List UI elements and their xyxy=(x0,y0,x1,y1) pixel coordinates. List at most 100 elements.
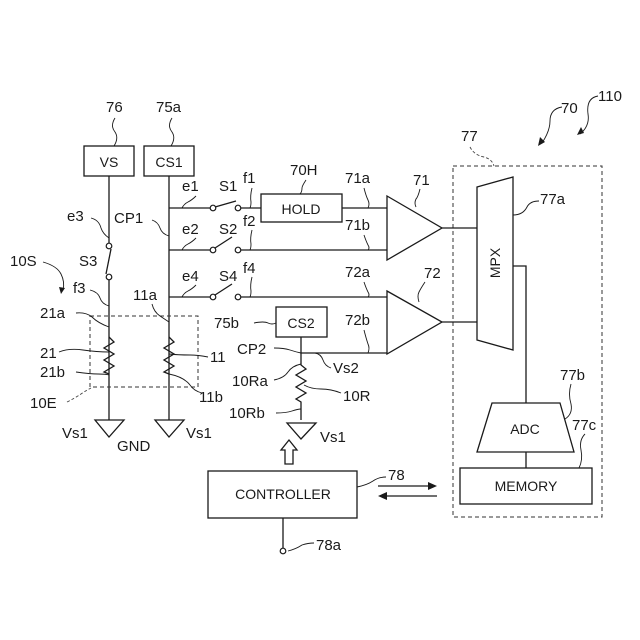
controller-ref: 78 xyxy=(388,467,405,484)
mpx-block: MPX 77a xyxy=(477,177,566,350)
terminal-78a-leader xyxy=(288,543,314,551)
switch-s3-label: S3 xyxy=(79,253,97,270)
e2-label: e2 xyxy=(182,221,199,238)
control-arrow-icon xyxy=(281,440,297,464)
sensor-element-boundary xyxy=(90,316,198,387)
10ra-leader xyxy=(274,364,301,380)
f4-leader xyxy=(250,277,252,297)
mpx-ref: 77a xyxy=(540,191,566,208)
11b-label: 11b xyxy=(199,389,223,406)
cp2-leader xyxy=(274,348,301,353)
switch-s4-contact-right xyxy=(235,294,241,300)
11-label: 11 xyxy=(210,349,226,366)
input-72a-label: 72a xyxy=(345,264,371,281)
input-72b-label: 72b xyxy=(345,312,370,329)
amplifier-72-leader xyxy=(418,282,425,302)
cp1-leader xyxy=(152,220,169,236)
10r-label: 10R xyxy=(343,388,371,405)
ground-1-label: Vs1 xyxy=(62,425,88,442)
mpx-to-adc-wire xyxy=(513,266,526,403)
switch-s2-blade xyxy=(215,237,232,248)
terminal-78a xyxy=(280,548,286,554)
21a-leader xyxy=(76,313,109,327)
memory-label: MEMORY xyxy=(495,478,558,494)
switch-s4-blade xyxy=(215,284,232,295)
vs2-label: Vs2 xyxy=(333,360,359,377)
processing-unit-leader xyxy=(470,147,494,166)
switch-s2-label: S2 xyxy=(219,221,237,238)
controller-block: CONTROLLER 78 78a xyxy=(208,467,405,554)
10rb-leader xyxy=(276,409,301,413)
ground-vs1-1: Vs1 GND xyxy=(62,420,151,455)
21a-label: 21a xyxy=(40,305,66,322)
switch-s1-contact-right xyxy=(235,205,241,211)
ground-2-label: Vs1 xyxy=(186,425,212,442)
input-72a-leader xyxy=(364,282,369,297)
processing-unit-boundary xyxy=(453,166,602,517)
11a-label: 11a xyxy=(133,287,158,304)
circuit-ref-label: 70 xyxy=(561,100,578,117)
cs1-label: CS1 xyxy=(155,154,182,170)
e3-leader xyxy=(91,218,109,238)
adc-label: ADC xyxy=(510,421,540,437)
ground-vs1-2: Vs1 xyxy=(155,420,212,442)
switch-s3-contact-bottom xyxy=(106,274,112,280)
arrow-right-icon xyxy=(428,482,437,490)
f3-leader xyxy=(90,290,109,306)
resistor-21: 21a 21 21b xyxy=(40,305,114,381)
amplifier-71-shape xyxy=(387,196,442,260)
amplifier-72-ref: 72 xyxy=(424,265,441,282)
system-ref-110: 110 xyxy=(577,88,622,135)
hold-ref-leader xyxy=(300,180,306,194)
sensor-ref-label: 10S xyxy=(10,253,37,270)
switch-s4-label: S4 xyxy=(219,268,237,285)
switch-s3-out-label: f3 xyxy=(73,280,86,297)
ground-triangle-icon xyxy=(287,423,316,439)
cs1-ref-leader xyxy=(170,118,174,146)
switch-s3: S3 e3 f3 xyxy=(67,208,112,306)
arrowhead-icon xyxy=(577,127,584,135)
ground-vs1-3: Vs1 xyxy=(287,423,346,446)
arrowhead-icon xyxy=(59,287,65,294)
11b-leader xyxy=(169,374,202,393)
memory-ref-leader xyxy=(579,434,585,468)
cs2-ref-leader xyxy=(254,322,276,324)
system-ref-label: 110 xyxy=(598,88,622,105)
switch-s3-blade xyxy=(106,249,111,274)
e4-label: e4 xyxy=(182,268,199,285)
sensor-ref-leader xyxy=(43,262,64,290)
21b-label: 21b xyxy=(40,364,65,381)
e1-leader xyxy=(182,196,196,208)
10ra-label: 10Ra xyxy=(232,373,269,390)
cs2-block: CS2 75b xyxy=(214,307,327,337)
amplifier-71: 71 xyxy=(387,172,477,260)
ground-gnd-label: GND xyxy=(117,438,151,455)
e4-leader xyxy=(182,285,196,297)
cp2-to-72b-wire xyxy=(301,337,387,353)
adc-ref-leader xyxy=(565,384,571,419)
cs2-ref: 75b xyxy=(214,315,239,332)
10rb-label: 10Rb xyxy=(229,405,265,422)
switch-s1-blade xyxy=(215,201,236,207)
input-71a-leader xyxy=(364,188,369,208)
cs2-label: CS2 xyxy=(287,315,314,331)
mpx-ref-leader xyxy=(513,201,539,215)
row-e4: e4 S4 f4 72a xyxy=(169,260,387,300)
switch-s3-in-label: e3 xyxy=(67,208,84,225)
input-71a-label: 71a xyxy=(345,170,371,187)
mpx-label: MPX xyxy=(487,247,503,278)
amplifier-72: 72 xyxy=(387,265,477,354)
cp1-label: CP1 xyxy=(114,210,143,227)
vs-label: VS xyxy=(100,154,119,170)
vs2-leader xyxy=(315,353,331,368)
11-leader xyxy=(169,354,208,357)
cp2-label: CP2 xyxy=(237,341,266,358)
arrow-left-icon xyxy=(378,492,387,500)
row-e1: HOLD e1 S1 f1 70H 71a xyxy=(169,162,387,222)
memory-ref: 77c xyxy=(572,417,597,434)
hold-label: HOLD xyxy=(282,201,321,217)
ground-triangle-icon xyxy=(155,420,184,437)
resistor-10r-zigzag xyxy=(296,353,306,420)
f4-label: f4 xyxy=(243,260,256,277)
